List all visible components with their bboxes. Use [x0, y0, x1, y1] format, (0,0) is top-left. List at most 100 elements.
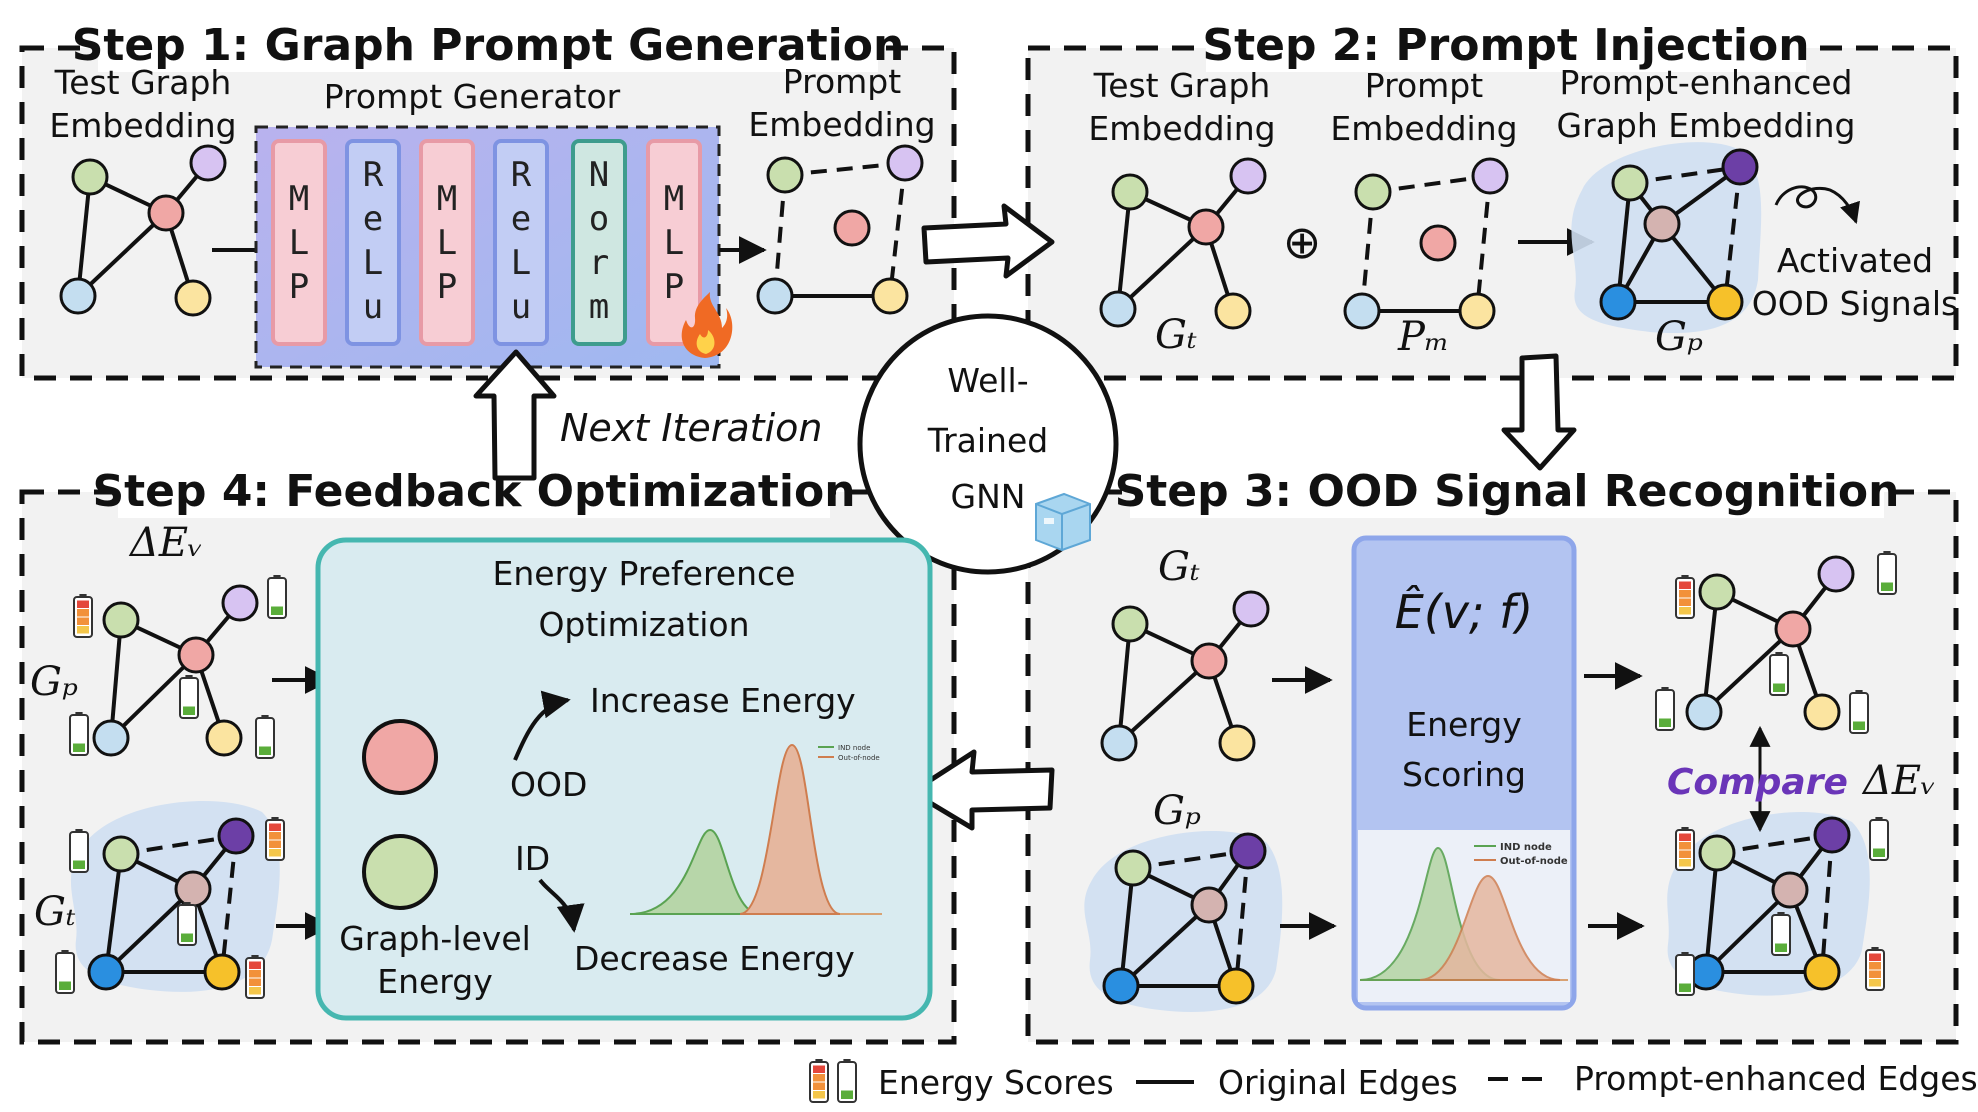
battery-icon-4 [69, 712, 89, 756]
battery-icon-9 [55, 950, 75, 994]
activated-ood-label-2: OOD Signals [1752, 284, 1958, 323]
gt-label-step2: Gₜ [1155, 312, 1197, 358]
battery-icon-17 [1675, 952, 1695, 996]
step2-title: Step 2: Prompt Injection [1202, 20, 1809, 71]
activation-squiggle [1774, 185, 1860, 224]
step1-prompt-emb-label-1: Prompt [783, 62, 901, 101]
legend-original-edges: Original Edges [1218, 1063, 1458, 1102]
step1-prompt-graph [756, 144, 924, 315]
step2-prompt-graph [1343, 157, 1509, 330]
step3-gt-graph [1100, 590, 1270, 762]
step2-enhanced-graph [1571, 142, 1762, 334]
step3-out-gp-graph [1667, 811, 1870, 996]
energy-scoring-label-2: Scoring [1402, 755, 1526, 794]
gp-label-step4: Gₚ [30, 659, 78, 705]
legend-energy-scores: Energy Scores [878, 1063, 1114, 1102]
decrease-energy-label: Decrease Energy [574, 939, 855, 978]
epo-legend-ind: IND node [838, 744, 870, 752]
battery-icon-16 [1771, 912, 1791, 956]
step2-test-graph [1099, 157, 1267, 330]
step2-test-graph-label-1: Test Graph [1093, 66, 1271, 105]
step4-title: Step 4: Feedback Optimization [92, 466, 855, 517]
legend-battery-low-icon [837, 1059, 857, 1103]
battery-icon-2 [267, 575, 287, 619]
battery-icon-1 [73, 594, 93, 638]
step2-panel [1025, 45, 1959, 381]
step2-prompt-emb-label-1: Prompt [1365, 66, 1483, 105]
step1-test-graph [59, 144, 227, 317]
scoring-legend-ood: Out-of-node [1500, 856, 1568, 867]
step2-prompt-emb-label-2: Embedding [1330, 109, 1517, 148]
id-graph-circle [362, 834, 438, 910]
gt-label-step3: Gₜ [1158, 544, 1200, 590]
increase-arrow [513, 690, 571, 761]
generator-modules [271, 139, 702, 346]
step4-gt-graph [70, 800, 280, 992]
arrow-next-iteration [473, 349, 557, 481]
arrow-step3-to-step4 [909, 749, 1055, 831]
gp-label-step2: Gₚ [1655, 314, 1703, 360]
battery-icon-10 [245, 955, 265, 999]
battery-icon-6 [69, 829, 89, 873]
step2-test-graph-label-2: Embedding [1088, 109, 1275, 148]
gnn-label-2: Trained [927, 421, 1048, 460]
oplus-symbol: ⊕ [1283, 215, 1322, 269]
battery-icon-5 [255, 715, 275, 759]
epo-title-1: Energy Preference [493, 554, 796, 593]
scoring-density-plot: IND node Out-of-node [1358, 830, 1570, 1002]
decrease-arrow [538, 878, 585, 933]
arrow-step1-to-step2 [921, 203, 1055, 279]
step3-out-gt-graph [1685, 555, 1855, 731]
compare-label: Compare [1667, 762, 1848, 803]
prompt-enhanced-label-2: Graph Embedding [1557, 106, 1856, 145]
step3-title: Step 3: OOD Signal Recognition [1115, 466, 1900, 517]
id-label: ID [515, 839, 550, 878]
battery-icon-13 [1877, 551, 1897, 595]
scoring-legend-ind: IND node [1500, 842, 1552, 853]
battery-icon-12 [1675, 575, 1695, 619]
step3-gp-graph [1084, 830, 1283, 1012]
gt-label-step4: Gₜ [34, 889, 76, 935]
energy-scoring-label-1: Energy [1406, 705, 1522, 744]
step1-title: Step 1: Graph Prompt Generation [72, 20, 905, 71]
prompt-enhanced-label-1: Prompt-enhanced [1560, 63, 1853, 102]
battery-icon-7 [177, 902, 197, 946]
arrow-step2-to-step3 [1501, 353, 1577, 471]
battery-icon-14 [1675, 827, 1695, 871]
ood-label: OOD [510, 765, 587, 804]
battery-icon-15 [1869, 817, 1889, 861]
delta-ev-label-step4: ΔEᵥ [128, 520, 203, 566]
increase-energy-label: Increase Energy [590, 681, 856, 720]
gnn-label-1: Well- [947, 361, 1028, 400]
battery-icon-19 [1769, 652, 1789, 696]
graph-level-energy-1: Graph-level [339, 919, 531, 958]
energy-formula: Ê(v; f) [1395, 585, 1534, 639]
epo-title-2: Optimization [538, 605, 749, 644]
delta-ev-label-step3: ΔEᵥ [1861, 758, 1936, 804]
legend-battery-high-icon [809, 1059, 829, 1103]
ice-cube-icon [1035, 492, 1091, 552]
gp-label-step3: Gₚ [1153, 788, 1201, 834]
step1-prompt-emb-label-2: Embedding [748, 105, 935, 144]
next-iteration-label: Next Iteration [560, 406, 822, 450]
battery-icon-3 [179, 675, 199, 719]
legend-battery-icons [809, 1059, 857, 1103]
legend: Energy Scores Original Edges Prompt-enha… [809, 1059, 1978, 1103]
gnn-label-3: GNN [951, 477, 1026, 516]
ood-graph-circle [362, 719, 438, 795]
activated-ood-label-1: Activated [1777, 241, 1933, 280]
epo-density-plot: IND node Out-of-node [629, 743, 882, 915]
step1-test-graph-label-2: Embedding [49, 106, 236, 145]
battery-icon-8 [265, 817, 285, 861]
pm-label: Pₘ [1397, 314, 1449, 360]
graph-level-energy-2: Energy [377, 962, 493, 1001]
prompt-generator-label: Prompt Generator [324, 77, 621, 116]
battery-icon-21 [1865, 947, 1885, 991]
step1-test-graph-label-1: Test Graph [54, 63, 232, 102]
